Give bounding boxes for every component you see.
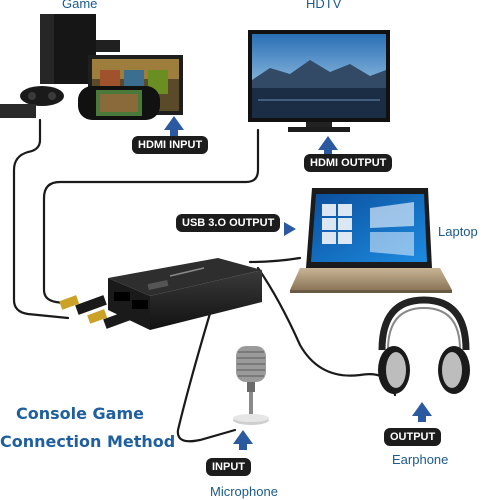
usb-output-badge: USB 3.O OUTPUT [176, 214, 281, 232]
device-label-earphone: Earphone [392, 452, 449, 467]
hdmi-input-cable [12, 118, 70, 320]
cables [12, 118, 397, 443]
device-label-laptop: Laptop [438, 224, 478, 239]
device-label-hdtv: HDTV [306, 0, 342, 11]
method-title-line1: Console Game [16, 404, 144, 423]
microphone [233, 346, 269, 450]
hdmi-output-badge: HDMI OUTPUT [304, 154, 393, 172]
mic-cable [176, 298, 237, 443]
method-title-line2: Connection Method [0, 432, 176, 451]
usb-cable [248, 256, 302, 264]
arrow-up-icon [164, 116, 184, 136]
arrow-up-icon [412, 402, 432, 422]
audio-output-badge: OUTPUT [384, 428, 442, 446]
arrow-right-icon [284, 222, 296, 236]
mic-input-badge: INPUT [206, 458, 251, 476]
device-label-microphone: Microphone [210, 484, 278, 499]
device-label-game: Game [62, 0, 98, 11]
capture-device [59, 258, 262, 330]
game-console [0, 14, 184, 136]
earphone [378, 296, 470, 422]
hdmi-output-cable [42, 128, 260, 306]
arrow-up-icon [318, 136, 338, 156]
hdmi-input-badge: HDMI INPUT [132, 136, 209, 154]
hdtv [248, 30, 390, 156]
laptop [284, 188, 452, 293]
hdmi-plug-icon [59, 295, 135, 329]
arrow-up-icon [233, 430, 253, 450]
